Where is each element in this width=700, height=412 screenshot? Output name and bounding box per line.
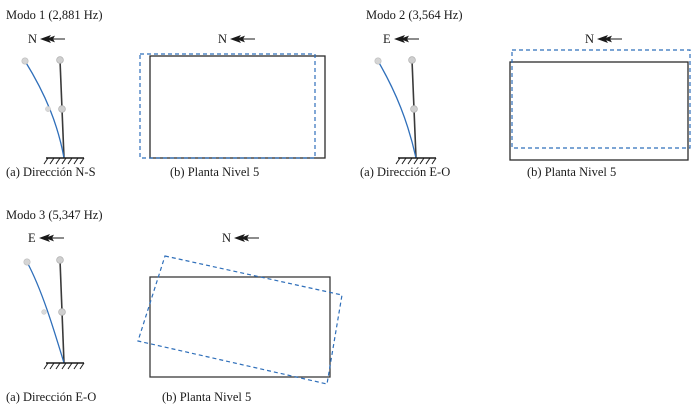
node-marker bbox=[23, 258, 31, 266]
mode-1-elevation-drawing bbox=[8, 50, 118, 170]
node-marker bbox=[56, 56, 64, 64]
deformed-plan-outline bbox=[139, 53, 316, 159]
node-marker bbox=[45, 106, 51, 112]
compass-letter-n: N bbox=[585, 32, 595, 46]
undeformed-plan-outline bbox=[149, 55, 326, 159]
mode-2-elevation-compass: E bbox=[383, 33, 420, 45]
mode-1-plan-caption: (b) Planta Nivel 5 bbox=[170, 165, 260, 179]
node-marker bbox=[408, 56, 416, 64]
deformed-plan-outline bbox=[511, 49, 691, 149]
mode-1-elevation-caption: (a) Dirección N-S bbox=[6, 165, 96, 179]
mode-2-plan-drawing bbox=[500, 44, 700, 166]
mode-1-plan-drawing bbox=[136, 48, 336, 166]
deformed-plan-outline-rotated bbox=[137, 255, 343, 385]
mode-1-title: Modo 1 (2,881 Hz) bbox=[6, 8, 103, 22]
compass-letter-e: E bbox=[28, 231, 36, 245]
support-hatching bbox=[395, 157, 437, 165]
mode-2-elevation-drawing bbox=[360, 50, 470, 170]
compass-letter-e: E bbox=[383, 32, 391, 46]
deformed-shape-mode1 bbox=[24, 60, 65, 159]
node-marker bbox=[41, 309, 47, 315]
support-hatching bbox=[43, 157, 85, 165]
arrow-left-icon bbox=[597, 35, 623, 43]
mode-1-plan-compass: N bbox=[218, 33, 256, 45]
arrow-left-icon bbox=[230, 35, 256, 43]
mode-2-plan-compass: N bbox=[585, 33, 623, 45]
node-marker bbox=[21, 57, 29, 65]
deformed-shape-mode3 bbox=[26, 261, 65, 364]
undeformed-plan-outline bbox=[149, 276, 331, 378]
arrow-left-icon bbox=[40, 35, 66, 43]
node-marker bbox=[374, 57, 382, 65]
mode-2-elevation-caption: (a) Dirección E-O bbox=[360, 165, 451, 179]
mode-1-elevation-compass: N bbox=[28, 33, 66, 45]
node-marker bbox=[58, 105, 66, 113]
compass-letter-n: N bbox=[222, 231, 232, 245]
mode-3-elevation-drawing bbox=[8, 250, 118, 375]
arrow-left-icon bbox=[38, 234, 64, 242]
undeformed-plan-outline bbox=[509, 61, 689, 161]
mode-3-plan-compass: N bbox=[222, 232, 260, 244]
support-hatching bbox=[43, 362, 85, 370]
mode-3-elevation-caption: (a) Dirección E-O bbox=[6, 390, 97, 404]
mode-3-elevation-compass: E bbox=[28, 232, 65, 244]
compass-letter-n: N bbox=[28, 32, 38, 46]
arrow-left-icon bbox=[393, 35, 419, 43]
mode-2-title: Modo 2 (3,564 Hz) bbox=[366, 8, 463, 22]
arrow-left-icon bbox=[234, 234, 260, 242]
mode-3-title: Modo 3 (5,347 Hz) bbox=[6, 208, 103, 222]
mode-3-plan-drawing bbox=[130, 246, 355, 386]
deformed-shape-mode2 bbox=[377, 60, 417, 159]
mode-2-plan-caption: (b) Planta Nivel 5 bbox=[527, 165, 617, 179]
node-marker bbox=[58, 308, 66, 316]
mode-3-plan-caption: (b) Planta Nivel 5 bbox=[162, 390, 252, 404]
node-marker bbox=[56, 256, 64, 264]
node-marker bbox=[410, 105, 418, 113]
compass-letter-n: N bbox=[218, 32, 228, 46]
